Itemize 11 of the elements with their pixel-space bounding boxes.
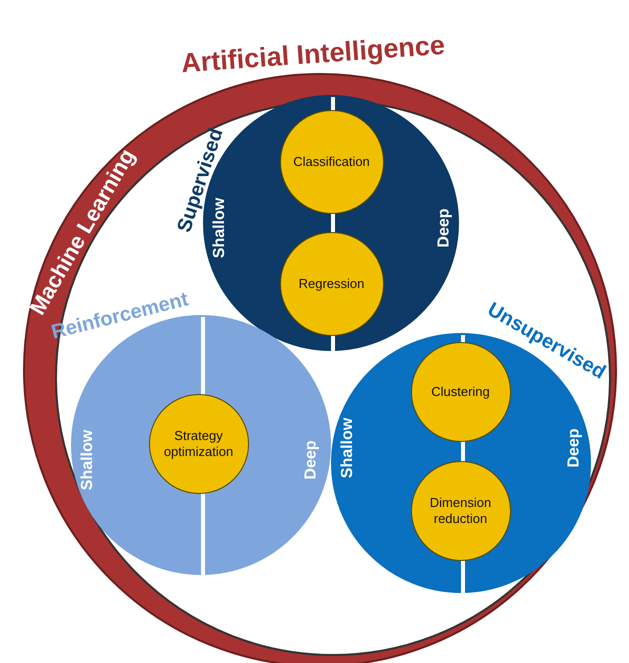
side-label: Deep bbox=[435, 208, 454, 248]
side-label: Deep bbox=[565, 428, 584, 468]
topic-label: Classification bbox=[293, 154, 370, 170]
ring-title: Artificial Intelligence bbox=[180, 29, 446, 79]
side-label: Deep bbox=[302, 440, 320, 480]
side-label: Shallow bbox=[79, 430, 98, 490]
topic-label: Strategy optimization bbox=[162, 428, 234, 460]
topic-label: Clustering bbox=[431, 384, 490, 400]
topic-label: Dimension reduction bbox=[428, 494, 492, 526]
side-label: Shallow bbox=[339, 418, 358, 478]
topic-label: Regression bbox=[298, 276, 364, 292]
